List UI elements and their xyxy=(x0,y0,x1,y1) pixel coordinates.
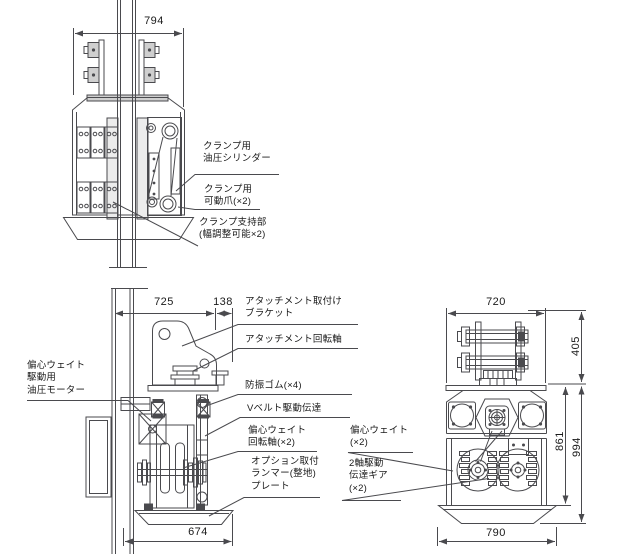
dim-725-label: 725 xyxy=(154,296,174,308)
dim-405-label: 405 xyxy=(570,336,582,356)
dim-138-label: 138 xyxy=(213,296,233,308)
front-view-drawing xyxy=(341,308,586,546)
dim-794-label: 794 xyxy=(144,15,164,27)
label-eccentric-weight: 偏心ウェイト (×2) xyxy=(350,425,409,449)
clamp-view-drawing xyxy=(62,0,279,268)
side-view-drawing xyxy=(27,288,358,554)
label-clamp-movable-claw: クランプ用 可動爪(×2) xyxy=(204,184,253,208)
label-gear: 2軸駆動 伝達ギア (×2) xyxy=(349,458,388,494)
label-clamp-hydraulic-cylinder: クランプ用 油圧シリンダー xyxy=(203,141,271,165)
dim-720-label: 720 xyxy=(486,296,506,308)
label-v-belt: Vベルト駆動伝達 xyxy=(247,403,322,414)
dim-994-label: 994 xyxy=(571,437,583,457)
dim-790-label: 790 xyxy=(486,527,506,539)
label-vibration-rubber: 防振ゴム(×4) xyxy=(245,380,302,391)
label-clamp-support: クランプ支持部 (幅調整可能×2) xyxy=(199,217,267,241)
dim-674-label: 674 xyxy=(188,526,208,538)
label-rammer-plate: オプション取付 ランマー(整地) プレート xyxy=(251,456,319,492)
dim-861-label: 861 xyxy=(554,431,566,451)
label-weight-shaft: 偏心ウェイト 回転軸(×2) xyxy=(248,425,307,449)
label-mount-bracket: アタッチメント取付け ブラケット xyxy=(245,296,343,320)
label-hydraulic-motor: 偏心ウェイト 駆動用 油圧モーター xyxy=(27,360,86,396)
label-rotation-shaft: アタッチメント回転軸 xyxy=(245,334,343,345)
